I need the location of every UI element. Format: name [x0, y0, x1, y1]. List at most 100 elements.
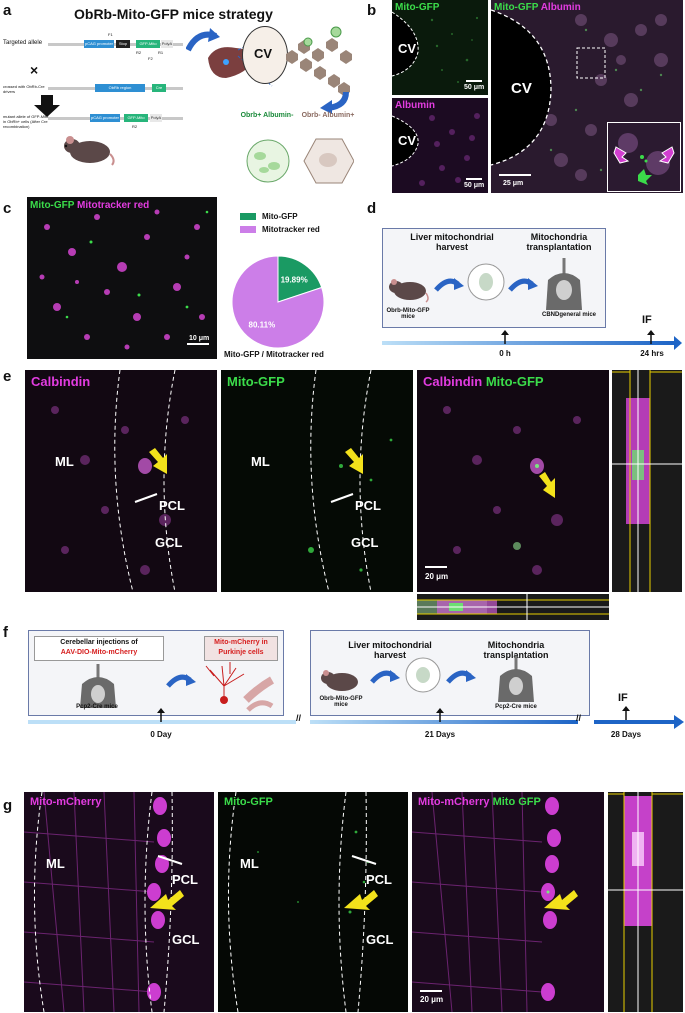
g-mcherry-label: Mito-mCherry — [30, 796, 102, 808]
scalebar-b2 — [466, 178, 482, 180]
g-gcl-1: GCL — [172, 932, 200, 947]
arrow-icon-f2 — [370, 670, 400, 684]
promoter-segment: pCAG promoter — [84, 40, 114, 48]
pie-slice-1 — [231, 255, 325, 349]
panel-b-albumin-image: CV Albumin 50 μm — [392, 98, 488, 193]
f-if: IF — [618, 692, 628, 704]
panel-letter-g: g — [3, 797, 13, 814]
panel-e-orthogonal-xz — [417, 594, 609, 620]
hepatocyte-plate — [286, 26, 352, 96]
scalebar-g — [420, 990, 442, 992]
primer-f2: F2 — [148, 56, 153, 61]
f-mouse-pcp: Pcp2-Cre mice — [76, 704, 118, 710]
panel-c-image: Mito-GFP Mitotracker red 10 μm — [27, 197, 217, 359]
polya-segment-2: PolyA — [150, 114, 162, 122]
panel-letter-e: e — [3, 368, 12, 385]
f-step2: Mitochondria transplantation — [483, 640, 549, 660]
g-pcl-1: PCL — [172, 872, 198, 887]
arrow-icon-f3 — [446, 670, 476, 684]
polya-segment: PolyA — [161, 40, 173, 48]
mouse-head-injection — [546, 258, 582, 310]
f-purkinje-box: Mito-mCherry in Purkinje cells — [204, 636, 278, 661]
obrb-pos-label: Obrb+ Albumin- — [240, 112, 294, 119]
scalebar-e — [425, 566, 447, 568]
scalebar-label-b3: 25 μm — [503, 180, 524, 187]
g-gcl-2: GCL — [366, 932, 394, 947]
pie-legend: Mito-GFP Mitotracker red — [240, 212, 320, 234]
curved-arrow-icon — [186, 28, 220, 52]
mitochondria-dish-f — [405, 657, 441, 693]
allele-line-1 — [48, 43, 183, 46]
pie-slice-0 — [277, 255, 323, 303]
f-step1: Liver mitochondrial harvest — [348, 640, 432, 660]
up-arrow-icon-d1 — [647, 330, 655, 344]
g-ml-1: ML — [46, 856, 65, 871]
f-t1: 21 Days — [424, 730, 456, 739]
legend-swatch-gfp — [240, 213, 256, 220]
down-arrow-icon — [34, 95, 60, 117]
f-t0: 0 Day — [150, 730, 172, 739]
gfp-mito-segment: GFP-Mito — [136, 40, 160, 48]
obrb-positive-cell — [246, 139, 290, 183]
panel-g-merge: Mito-mCherry Mito GFP 20 μm — [412, 792, 604, 1012]
albumin-label-b: Albumin — [395, 100, 435, 111]
panel-letter-c: c — [3, 200, 12, 217]
primer-r2-b: R2 — [132, 124, 138, 129]
promoter-segment-2: pCAG promoter — [90, 114, 120, 122]
legend-swatch-mitotracker — [240, 226, 256, 233]
up-arrow-icon-f0 — [157, 708, 165, 722]
cross-symbol: × — [30, 62, 39, 78]
mutant-allele-label: mutant allele of GFP-Mito in ObRb+ cells… — [3, 114, 49, 129]
d-mouse2: CBNDgeneral mice — [541, 312, 597, 318]
panel-f-box-2 — [310, 630, 590, 716]
panel-g-mcherry: Mito-mCherry ML PCL GCL — [24, 792, 214, 1012]
cv-label-b1: CV — [398, 41, 417, 56]
strategy-title: ObRb-Mito-GFP mice strategy — [74, 6, 273, 22]
gfp-mito-segment-2: GFP-Mito — [124, 114, 148, 122]
cre-segment: Cre — [152, 84, 166, 92]
panel-e-orthogonal-yz — [612, 370, 682, 592]
e-gcl-1: GCL — [155, 535, 183, 550]
d-step1: Liver mitochondrial harvest — [410, 232, 494, 252]
f-break-2: // — [576, 713, 582, 723]
up-arrow-icon-f1 — [436, 708, 444, 722]
e-gcl-2: GCL — [351, 535, 379, 550]
panel-a: ObRb-Mito-GFP mice strategy Targeted all… — [0, 0, 365, 195]
d-t1: 24 hrs — [640, 349, 664, 358]
g-gfp-label: Mito-GFP — [224, 796, 273, 808]
primer-r1: R1 — [158, 50, 164, 55]
f-t2: 28 Days — [610, 730, 642, 739]
targeted-allele-label: Targeted allele — [3, 40, 43, 46]
e-merge-label: Calbindin Mito-GFP — [423, 374, 544, 389]
up-arrow-icon-f2 — [622, 706, 630, 720]
d-t0: 0 h — [499, 349, 511, 358]
e-pcl-1: PCL — [159, 498, 185, 513]
scalebar-label-c: 10 μm — [189, 335, 210, 342]
up-arrow-icon-d0 — [501, 330, 509, 344]
primer-f1: F1 — [108, 32, 113, 37]
scalebar-b1 — [466, 80, 482, 82]
mouse-icon-f — [321, 670, 358, 691]
scalebar-b3 — [499, 174, 531, 176]
mouse-head-injection-f1 — [80, 664, 116, 708]
mouse-icon-d — [389, 279, 429, 303]
scalebar-label-g: 20 μm — [420, 995, 444, 1004]
e-calbindin-label: Calbindin — [31, 374, 91, 389]
obrb-neg-label: Obrb- Albumin+ — [301, 112, 355, 119]
panel-e-gfp: Mito-GFP ML PCL GCL — [221, 370, 413, 592]
g-merge-label: Mito-mCherry Mito GFP — [418, 796, 541, 808]
inset-zoom — [607, 122, 681, 192]
f-mouse-obrb: Obrb-Mito-GFP mice — [319, 696, 363, 708]
panel-b-merge-image: CV Mito-GFP Albumin 25 μm — [491, 0, 683, 193]
pie-chart: 19.89%80.11% — [231, 255, 325, 349]
f-break-1: // — [296, 713, 302, 723]
panel-letter-a: a — [3, 2, 12, 19]
scalebar-label-b1: 50 μm — [464, 84, 485, 91]
mouse-head-injection-f2 — [498, 656, 534, 702]
pie-label-0: 19.89% — [281, 276, 308, 285]
f-mouse-pcp2: Pcp2-Cre mice — [495, 704, 537, 710]
panel-b-gfp-image: CV Mito-GFP 50 μm — [392, 0, 488, 95]
timeline-f — [28, 715, 684, 729]
mitochondria-dish — [467, 263, 505, 301]
